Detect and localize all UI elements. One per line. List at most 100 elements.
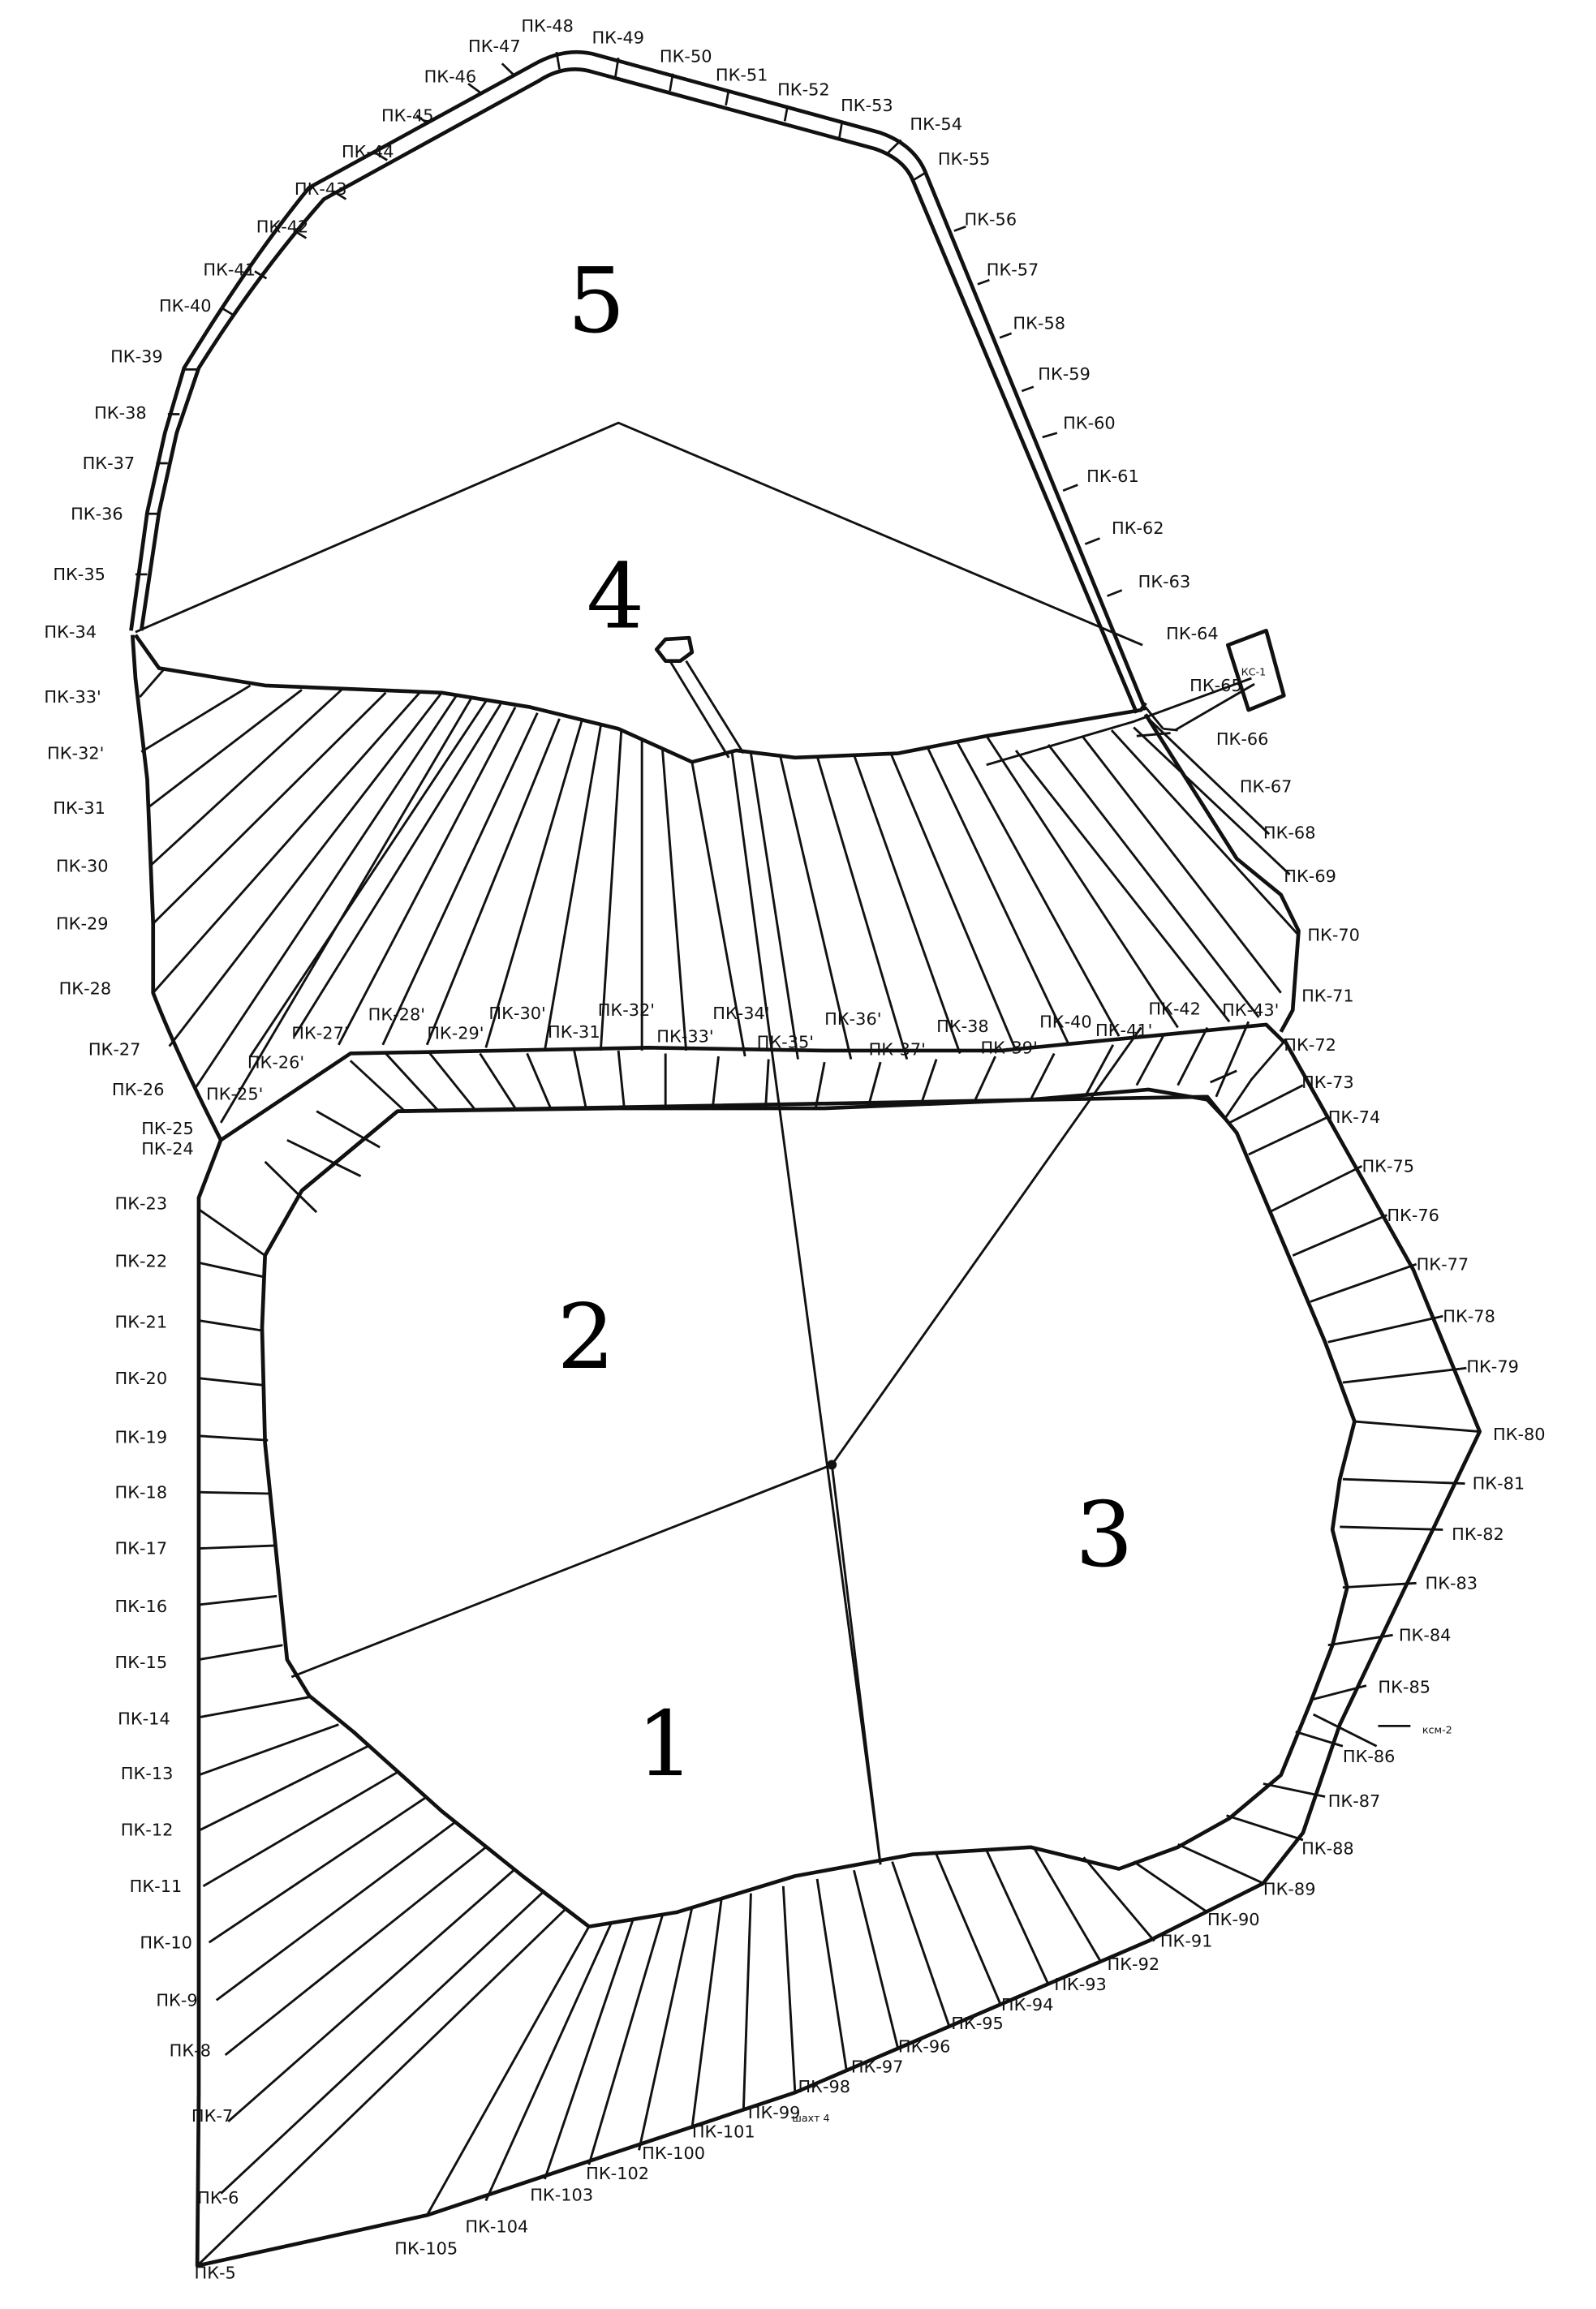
picket-label: ПК-29 [56,914,109,934]
picket-label: ПК-27 [88,1039,141,1059]
zone-number: 3 [1075,1484,1134,1588]
lower-pit-outer [195,1038,1482,2268]
picket-label: ПК-16 [115,1597,168,1616]
picket-label: ПК-65 [1189,676,1242,695]
picket-label: ПК-33' [44,687,101,707]
picket-label: ПК-57 [987,260,1039,280]
picket-label: ПК-103 [530,2186,593,2205]
picket-label: ПК-47 [468,37,521,56]
picket-label: ПК-88 [1301,1839,1354,1859]
picket-label: ПК-14 [118,1709,170,1729]
picket-label: ПК-5 [195,2264,236,2283]
picket-label: ПК-18 [115,1483,168,1503]
picket-label: ПК-19 [115,1428,168,1447]
picket-label: ПК-98 [798,2077,851,2096]
picket-label: ПК-62 [1112,518,1164,538]
picket-label: ПК-31 [53,798,105,818]
zone-number: 5 [567,250,626,354]
picket-label: ПК-105 [394,2239,458,2259]
picket-label: ПК-28 [59,979,112,999]
picket-label: ПК-39 [110,347,163,367]
zone-5-outline [129,49,1147,714]
picket-label: ПК-22 [115,1252,168,1271]
picket-label: ПК-61 [1086,467,1139,486]
picket-label: ПК-42 [256,217,309,237]
inner-picket-label: ПК-35' [757,1033,814,1052]
picket-label: ПК-26 [112,1080,165,1099]
picket-label: ПК-59 [1038,364,1091,384]
picket-label: ПК-96 [898,2037,951,2057]
inner-picket-label: ПК-25' [206,1085,263,1104]
picket-label: ПК-54 [910,114,962,134]
picket-label: ПК-55 [938,149,991,169]
picket-label: ПК-13 [121,1764,174,1783]
inner-picket-label: ПК-29' [427,1024,484,1043]
picket-label: ПК-49 [592,28,644,48]
zone-number: 1 [636,1693,695,1797]
picket-label: ПК-100 [642,2143,705,2163]
inner-picket-label: ПК-37' [869,1039,926,1059]
zone-number: 4 [587,546,645,650]
picket-label: ПК-91 [1160,1932,1213,1951]
inner-picket-label: ПК-30' [488,1004,545,1023]
picket-label: ПК-50 [660,47,712,67]
picket-label: ПК-85 [1378,1678,1430,1697]
picket-label: ПК-23 [115,1194,168,1214]
picket-label: ПК-86 [1343,1747,1396,1766]
picket-label: ПК-21 [115,1313,168,1332]
picket-label: ПК-68 [1263,823,1316,843]
picket-label: ПК-43 [295,179,347,199]
picket-label: ПК-74 [1328,1107,1381,1127]
picket-label: ПК-8 [170,2041,211,2061]
picket-label: ПК-102 [586,2164,649,2183]
picket-label: ПК-46 [424,67,477,87]
picket-label: ПК-99 [748,2103,801,2122]
picket-label: ПК-40 [159,296,212,316]
lower-hatch [196,1084,1480,2267]
picket-label: ПК-93 [1054,1975,1107,1994]
inner-picket-label: ПК-33' [656,1026,713,1046]
picket-label: ПК-75 [1362,1157,1414,1176]
picket-label: ПК-78 [1443,1307,1495,1326]
picket-label: ПК-45 [381,106,434,126]
picket-label: ПК-38 [94,403,147,423]
picket-label: ПК-52 [777,80,830,100]
picket-label: ПК-48 [521,16,574,36]
picket-label: ПК-37 [83,454,136,473]
picket-label: ПК-6 [197,2188,239,2208]
inner-picket-label: ПК-38 [936,1017,989,1036]
inner-picket-label: ПК-32' [598,1000,655,1020]
picket-label: ПК-69 [1284,866,1336,886]
picket-label: ПК-35 [53,565,105,584]
picket-label: ПК-64 [1166,624,1219,643]
inner-picket-label: ПК-34' [712,1004,769,1023]
inner-picket-label: ПК-40 [1039,1013,1092,1032]
picket-label: ПК-44 [342,142,394,161]
picket-label: ПК-9 [156,1991,197,2010]
picket-label: ПК-84 [1399,1626,1452,1645]
inner-picket-label: ПК-43' [1222,1000,1279,1020]
picket-label: ПК-32' [47,744,104,763]
picket-label: ПК-94 [1001,1995,1054,2014]
upper-hatch [139,667,1300,1124]
picket-label: ПК-41 [203,260,256,280]
picket-label: ПК-15 [115,1653,168,1672]
picket-label: ПК-53 [841,96,893,115]
inner-picket-label: ПК-26' [247,1052,304,1072]
inner-picket-label: ПК-39' [981,1038,1038,1058]
picket-label: ПК-72 [1284,1035,1336,1055]
picket-label: ПК-63 [1138,572,1191,591]
inner-picket-labels: ПК-25'ПК-26'ПК-27'ПК-28'ПК-29'ПК-30'ПК-3… [206,1000,1279,1104]
lower-pit-inner [260,1094,1357,1928]
picket-label: ПК-92 [1108,1954,1160,1974]
picket-label: ПК-77 [1417,1254,1469,1274]
annotation-label: ксм-2 [1422,1723,1452,1735]
picket-label: ПК-81 [1473,1474,1525,1494]
upper-pit-inner-edge [134,629,1286,1865]
picket-label: ПК-30 [56,857,109,876]
zone-dividers [290,1026,1142,1865]
picket-label: ПК-80 [1493,1425,1546,1444]
